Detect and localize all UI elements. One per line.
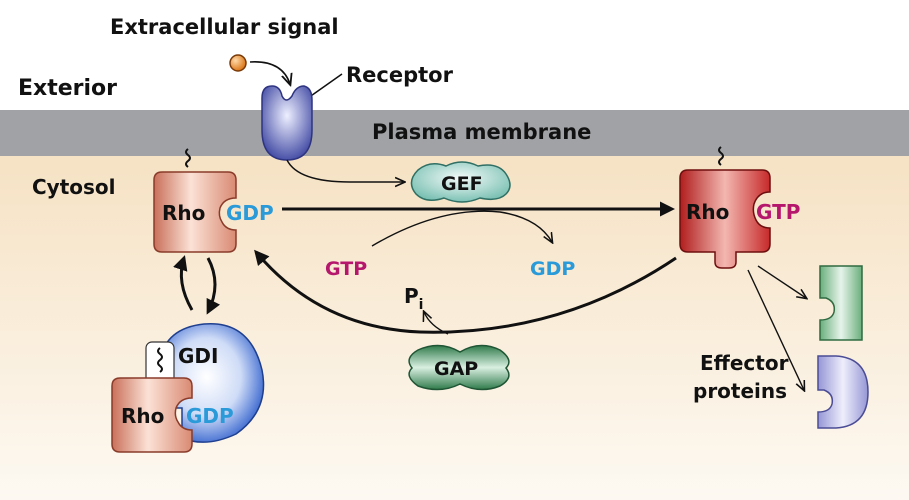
pi-label: Pi [404,284,423,313]
gdi-label: GDI [178,344,218,368]
effector-arrow-2 [747,269,804,390]
effector-label-line1: Effector [700,351,789,375]
gdp-out-label: GDP [530,258,575,280]
signal-molecule [229,54,247,72]
effector-label-line2: proteins [693,379,787,403]
gdi-protein [159,322,265,443]
plasma-membrane-label: Plasma membrane [372,120,591,144]
rho-gdi-name: Rho [121,404,164,428]
rho-active-name: Rho [686,200,729,224]
rho-inactive-name: Rho [162,201,205,225]
rho-gdp-gdi-protein [111,377,193,453]
pi-release-arrow [424,312,449,335]
exterior-region [0,0,909,110]
receptor-to-gef-arrow [286,159,404,182]
gtp-in-label: GTP [325,258,367,280]
gef-protein [410,161,511,203]
extracellular-signal-label: Extracellular signal [110,15,339,39]
gdi-binding-arrow [206,257,221,315]
cytosol-label: Cytosol [32,175,116,199]
exterior-label: Exterior [18,76,117,101]
gdi-release-arrow [173,255,194,311]
plasma-membrane-band [0,110,909,156]
rho-active-gtp: GTP [756,200,800,224]
gap-protein [408,344,510,391]
gef-label: GEF [441,173,483,195]
effector-arrow-1 [757,265,806,298]
rho-inactive-gdp: GDP [226,201,274,225]
lipid-anchor-active [718,146,724,166]
signal-arrow [249,61,290,84]
gap-label: GAP [434,358,478,380]
rho-gdi-gdp: GDP [186,404,234,428]
rho-gdp-inactive-protein [153,171,237,253]
receptor-label: Receptor [346,63,454,87]
nucleotide-exchange-arrow [371,210,552,247]
rho-gtp-active-protein [679,169,771,269]
inactivation-arrow [254,249,677,334]
lipid-anchor-gdi [157,347,163,373]
effector-protein-green [819,265,863,341]
receptor-pointer-line [307,73,343,99]
lipid-anchor-inactive [185,148,191,168]
effector-protein-lilac [817,355,869,429]
